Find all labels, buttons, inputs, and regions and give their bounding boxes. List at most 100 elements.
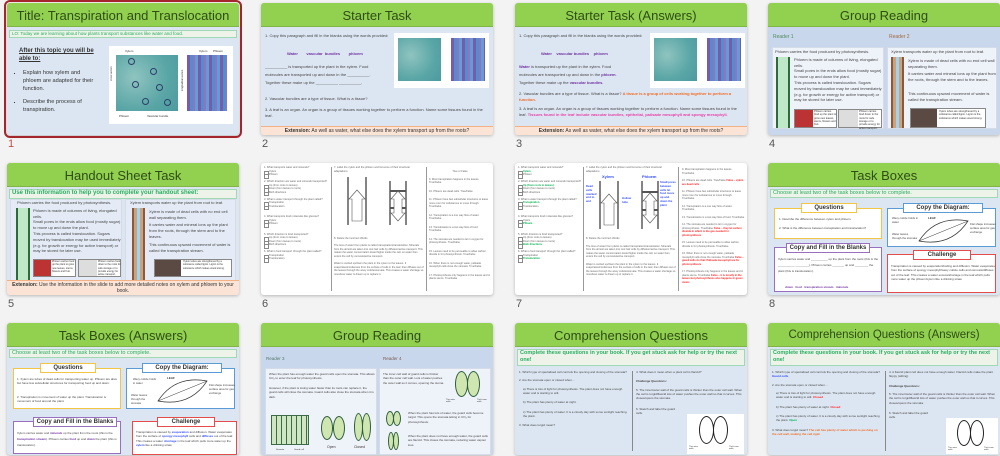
text-label: 17. Photosynthesis only happens in the l…: [682, 270, 744, 277]
decoration: [642, 192, 658, 224]
decoration: [348, 189, 366, 222]
slide-thumbnail-4[interactable]: Group Reading Reader 1 Reader 2 Phloem c…: [768, 3, 1000, 135]
text-label: b) The plant has plenty of water at nigh…: [523, 400, 577, 405]
text-label: 15. Leaves need to be permeable to allow…: [682, 241, 739, 248]
text-label: food: [795, 285, 802, 289]
slide-thumbnail-9[interactable]: Task Boxes (Answers) Choose at least two…: [7, 323, 239, 455]
slide-thumbnail-5[interactable]: Handout Sheet Task Use this information …: [7, 163, 239, 295]
decoration: [150, 68, 157, 75]
slide-thumbnail-12[interactable]: Comprehension Questions (Answers) Comple…: [768, 323, 1000, 455]
text-label: shortage: [163, 438, 177, 443]
text-label: 4. What does it mean when a plant cell i…: [636, 370, 702, 374]
text-label: Together these make up the __________ __…: [265, 80, 363, 85]
text-label: As well as water, what else does the xyl…: [310, 128, 470, 134]
text-label: 7. Label the xylem and the phloem and li…: [586, 166, 662, 173]
text-label: 14. The stomata are needed to let in oxy…: [682, 223, 737, 230]
extension-bar: Extension: Use the information in the sl…: [7, 280, 239, 295]
text-label: Xylem carries water and __________ up th…: [778, 257, 879, 273]
text-label: 5. The inner/outer wall of the guard cel…: [636, 387, 743, 401]
text-label: c) The plant has plenty of water. It is …: [523, 409, 627, 419]
slide-thumbnail-6[interactable]: 1. What transports water and minerals?Xy…: [261, 163, 493, 295]
decoration: [398, 38, 441, 81]
decoration: [333, 416, 345, 440]
text-label: 3. What does turgid mean?: [772, 427, 809, 432]
text-label: Flat shape increases surface area for ga…: [209, 383, 235, 396]
true-false-column: True or False 9. Most transpiration happ…: [429, 170, 491, 281]
text-label: 9. Most transpiration happens in the lea…: [682, 168, 733, 175]
question-1: 1. Copy this paragraph and fill in the b…: [265, 33, 389, 38]
decoration: Xylem carries water and minerals up the …: [17, 430, 119, 448]
blank-word-bank: down food transpiration stream minerals: [785, 285, 848, 289]
questions-answers-box: 1. Xylem are tubes of dead cells for tra…: [13, 368, 121, 409]
decoration: [331, 167, 332, 291]
text-label: Thin outer walls: [689, 446, 699, 450]
answers-right: 4. A flaccid plant cell does not have en…: [889, 370, 997, 420]
phloem-reading-panel: Phloem carries the food produced by phot…: [772, 47, 884, 130]
text-label: out of the leaf. This creates a water: [136, 434, 234, 443]
text-label: Phloem: [264, 222, 327, 227]
slide-thumbnail-2[interactable]: Starter Task 1. Copy this paragraph and …: [261, 3, 493, 135]
decoration: [583, 167, 584, 291]
blanks-heading: Copy and Fill in the Blanks: [33, 417, 117, 427]
text-label: Open: [327, 445, 336, 449]
decoration: Together these make up the vascular bund…: [519, 79, 649, 87]
slide-number: 3: [516, 138, 523, 150]
text-label: As well as water, what else does the xyl…: [564, 128, 724, 134]
text-label: 5. Which direction is food transported?: [264, 232, 309, 236]
slide-thumbnail-8[interactable]: Task Boxes Choose at least two of the ta…: [768, 163, 1000, 295]
blanks-heading: Copy and Fill in the Blanks: [786, 243, 870, 253]
text-label: vascular bundles: [556, 51, 590, 56]
slide-title: Title: Transpiration and Translocation: [7, 3, 239, 27]
text-label: 12. Transpiration is a one way flow of w…: [429, 213, 480, 221]
true-false-answers: 9. Most transpiration happens in the lea…: [682, 168, 745, 284]
text-label: 12. Transpiration is a one way flow of w…: [682, 204, 733, 212]
decoration: 17. Photosynthesis only happens in the l…: [682, 270, 745, 284]
extension-bar: Extension: As well as water, what else d…: [261, 126, 493, 135]
longitudinal-section-image: [187, 55, 227, 111]
phloem-photo-2: Phloem carries food down to the roots fo…: [838, 109, 882, 130]
text-label: 4. A flaccid plant cell does not have en…: [889, 370, 994, 379]
xylem-phloem-micrograph: Xylem Phloem Vascular bundle Xylem Phloe…: [109, 46, 233, 124]
instruction-bar: Choose at least two of the task boxes be…: [9, 349, 237, 358]
text-label: Thin outer walls: [446, 399, 456, 403]
slide-thumbnail-11[interactable]: Comprehension Questions Complete these q…: [515, 323, 747, 455]
text-label: LEAF: [928, 216, 936, 220]
diagram-box: LEAF Waxy cuticle holds in water Water l…: [126, 368, 235, 409]
xylem-phloem-diagram: [347, 177, 407, 225]
text-label: Challenge Questions:: [889, 383, 920, 388]
decoration: [970, 420, 984, 446]
decoration: [699, 416, 714, 444]
decoration: [164, 99, 171, 106]
text-label: 3. What is water transport through the p…: [518, 197, 577, 201]
xylem-tube-image: [891, 57, 904, 128]
text-label: True or False: [452, 170, 468, 173]
text-label: Water: [541, 51, 552, 56]
question-3: 3. A leaf is an organ. An organ is a gro…: [265, 107, 483, 118]
slide-thumbnail-3[interactable]: Starter Task (Answers) 1. Copy this para…: [515, 3, 747, 135]
text-label: Phloem carries food up the plant to grow…: [52, 260, 75, 273]
slide-number: 8: [769, 298, 776, 310]
slide-thumbnail-7[interactable]: 1. What transports water and minerals?Xy…: [515, 163, 747, 295]
text-label: Dead cells stacked end to end: [586, 184, 597, 204]
slide-thumbnail-1[interactable]: Title: Transpiration and Translocation L…: [4, 0, 242, 138]
text-label: cells and: [188, 434, 202, 439]
text-label: However, if the plant is losing water fa…: [269, 386, 374, 399]
text-label: Xylem transports water up the plant from…: [130, 200, 224, 205]
slide-number: 4: [769, 138, 776, 150]
text-label: the plant (this is translocation).: [17, 437, 117, 447]
text-label: 11. Phloem have few subcellular structur…: [682, 190, 742, 200]
slide-title: Starter Task: [261, 3, 493, 27]
decoration: [157, 380, 208, 402]
decoration: [128, 58, 135, 65]
diagram-answers: 7. Label the xylem and the phloem and li…: [586, 166, 676, 277]
questions-right: 4. What does it mean when a plant cell i…: [636, 370, 744, 415]
text-label: Phloem: [264, 173, 327, 178]
decoration: [362, 413, 371, 441]
slide-thumbnail-10[interactable]: Group Reading Reader 3 Reader 4 When the…: [261, 323, 493, 455]
text-label: Xylem: [602, 174, 614, 179]
text-label: 8. Delete the incorrect Words: [334, 236, 368, 240]
text-label: False – it is mostly in the leaves but p…: [682, 273, 743, 284]
decoration: 10. Phloem are dead cells. True/False Fa…: [682, 179, 745, 186]
decoration: [642, 191, 658, 193]
text-label: Closed: [354, 445, 365, 449]
